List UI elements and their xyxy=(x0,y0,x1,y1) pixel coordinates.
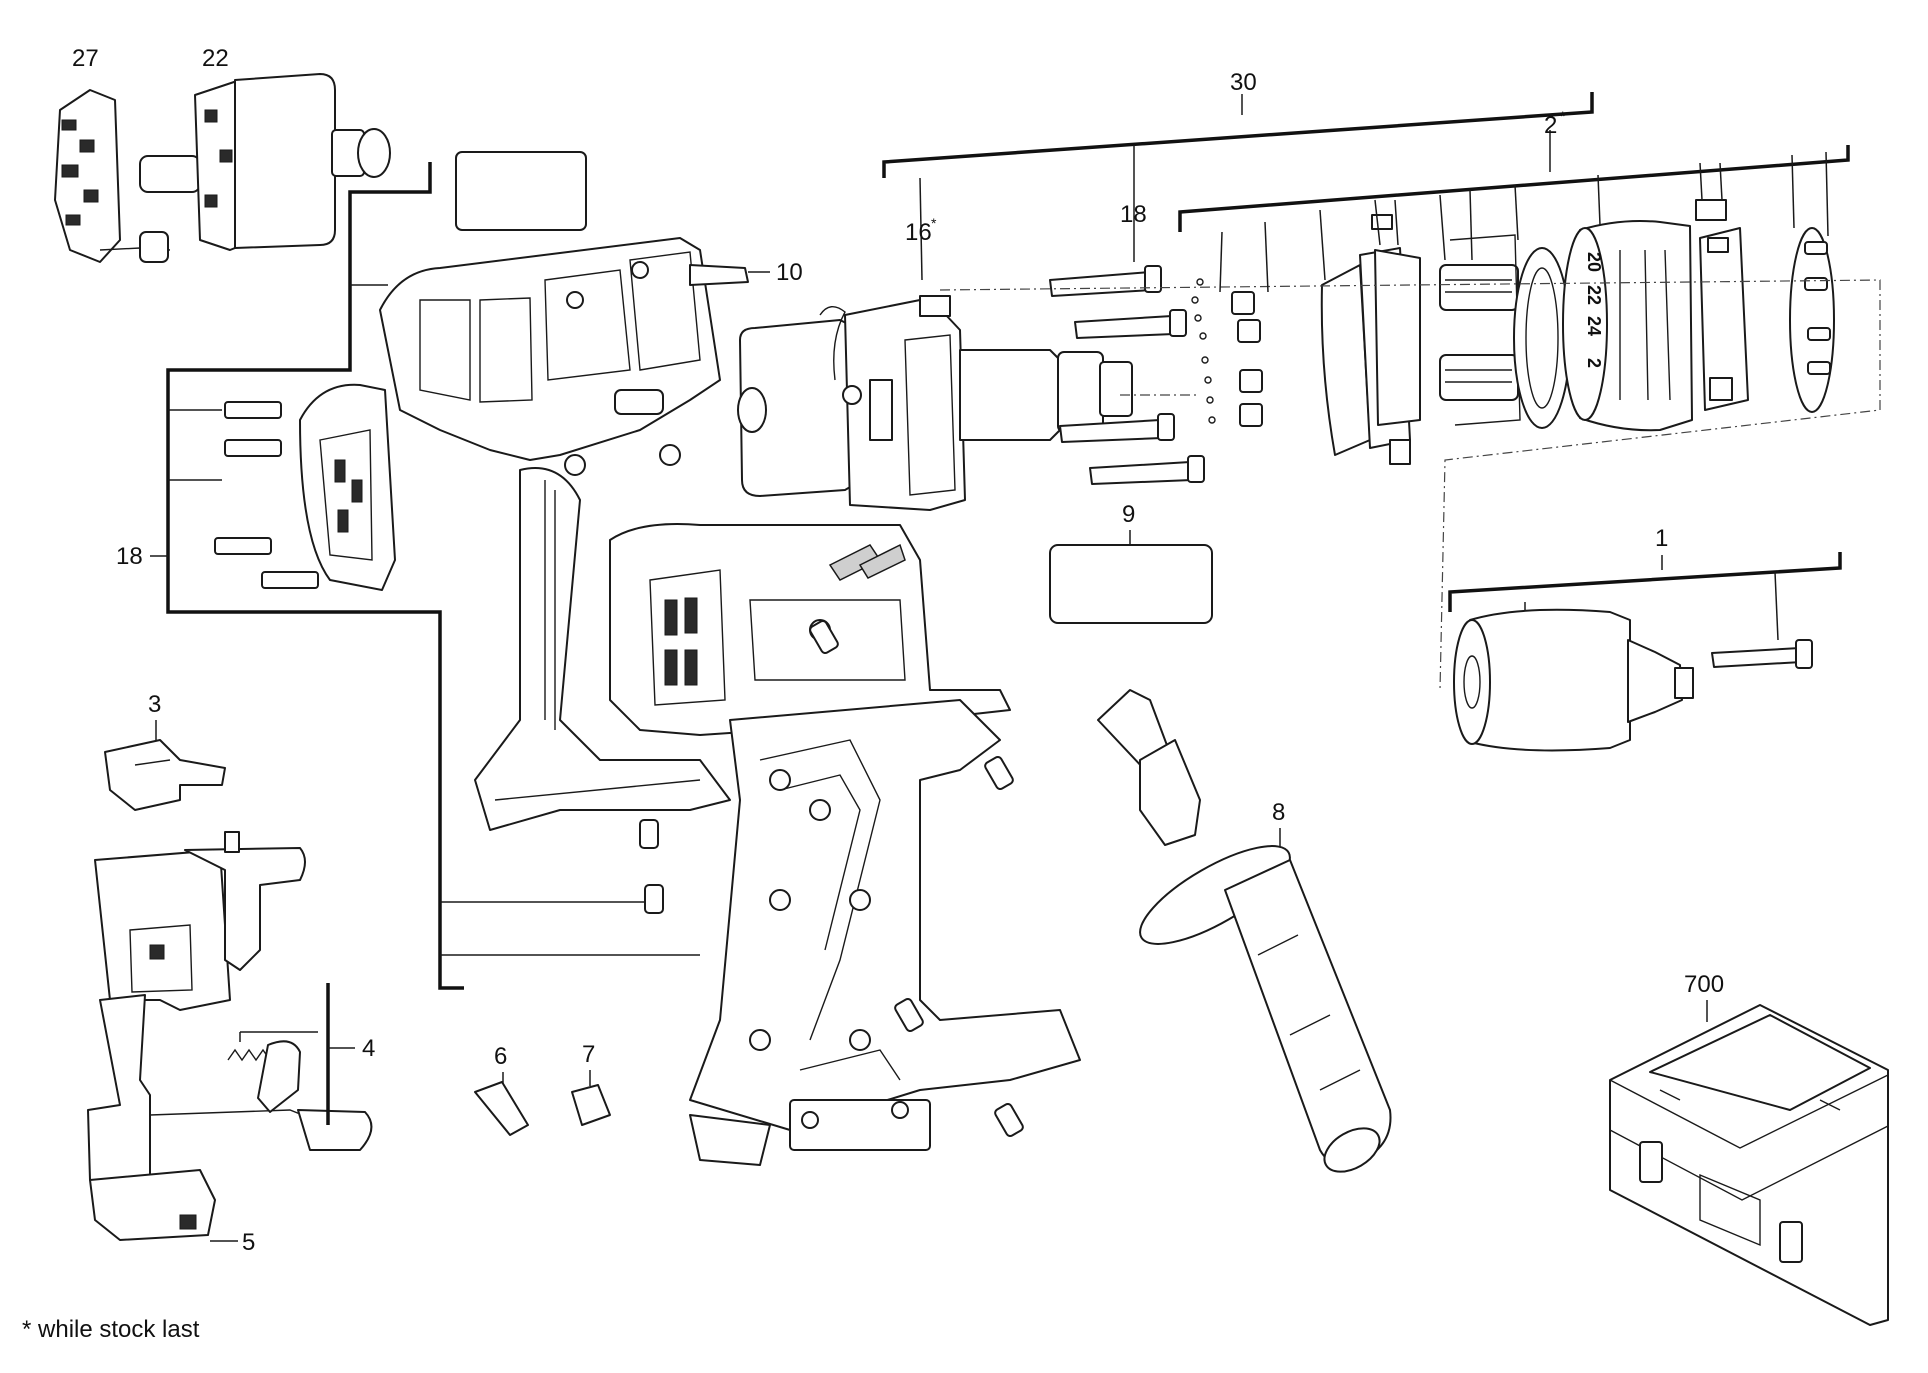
dial-number-0: 20 xyxy=(1584,252,1604,272)
part-6-bit xyxy=(474,1072,529,1136)
part-22-motor xyxy=(139,73,391,251)
part-7-bit-clip xyxy=(571,1070,611,1126)
callout-10: 10 xyxy=(776,259,803,286)
callout-5: 5 xyxy=(242,1229,255,1256)
side-cover xyxy=(299,383,396,591)
callout-3: 3 xyxy=(148,691,161,718)
assembly-axis-upper xyxy=(939,279,1881,691)
callout-22: 22 xyxy=(202,45,229,72)
part-3-switch-cover xyxy=(104,720,226,811)
callout-30: 30 xyxy=(1230,69,1257,96)
handle-grip xyxy=(689,699,1081,1166)
housing-screws xyxy=(639,619,1024,1138)
bracket-2 xyxy=(1178,130,1850,293)
spindle-lock-ring xyxy=(1695,199,1749,411)
end-plate-with-screws xyxy=(1789,227,1835,413)
callout-4: 4 xyxy=(362,1035,375,1062)
gear-housing-upper xyxy=(379,237,749,461)
callout-18-top: 18 xyxy=(1120,201,1147,228)
callout-1: 1 xyxy=(1655,525,1668,552)
callout-16-mark: * xyxy=(931,215,937,231)
dial-number-1: 22 xyxy=(1584,285,1604,305)
dial-number-2: 24 xyxy=(1584,316,1604,336)
callout-labels: 27 22 30 2 * 18 16 * 10 18 9 1 3 8 4 5 6… xyxy=(72,45,1724,1256)
part-700-carry-case xyxy=(1609,1000,1889,1326)
clutch-springs xyxy=(1439,234,1521,426)
callout-700: 700 xyxy=(1684,971,1724,998)
grouping-bracket-18 xyxy=(150,162,700,990)
part-8-side-handle xyxy=(1097,689,1392,1173)
callout-7: 7 xyxy=(582,1041,595,1068)
callout-9: 9 xyxy=(1122,501,1135,528)
part-9-label xyxy=(1049,530,1213,624)
housing-half-left xyxy=(474,444,731,831)
part-27-electronic-module xyxy=(54,89,171,263)
side-screws xyxy=(214,401,319,589)
callout-27: 27 xyxy=(72,45,99,72)
footnote: * while stock last xyxy=(22,1316,200,1343)
dial-number-3: 2 xyxy=(1584,358,1604,368)
clutch-ring xyxy=(1513,247,1571,429)
part-1-keyless-chuck xyxy=(1448,552,1842,752)
clutch-pins xyxy=(1191,278,1263,427)
callout-18-left: 18 xyxy=(116,543,143,570)
callout-2: 2 xyxy=(1544,112,1557,139)
part-18-long-screws xyxy=(1049,265,1205,485)
callout-16: 16 xyxy=(905,219,932,246)
callout-2-mark: * xyxy=(1560,108,1566,124)
callout-8: 8 xyxy=(1272,799,1285,826)
part-5-switch-assembly xyxy=(87,831,373,1242)
part-4-brush-holder xyxy=(227,983,355,1125)
label-plate-top xyxy=(455,151,587,231)
gear-shaft xyxy=(959,349,1133,441)
callout-6: 6 xyxy=(494,1043,507,1070)
torque-dial: 20 22 24 2 xyxy=(1562,220,1693,432)
part-16-gearbox xyxy=(737,295,966,511)
clutch-ring-plate xyxy=(1320,214,1421,465)
bracket-30 xyxy=(882,92,1594,281)
